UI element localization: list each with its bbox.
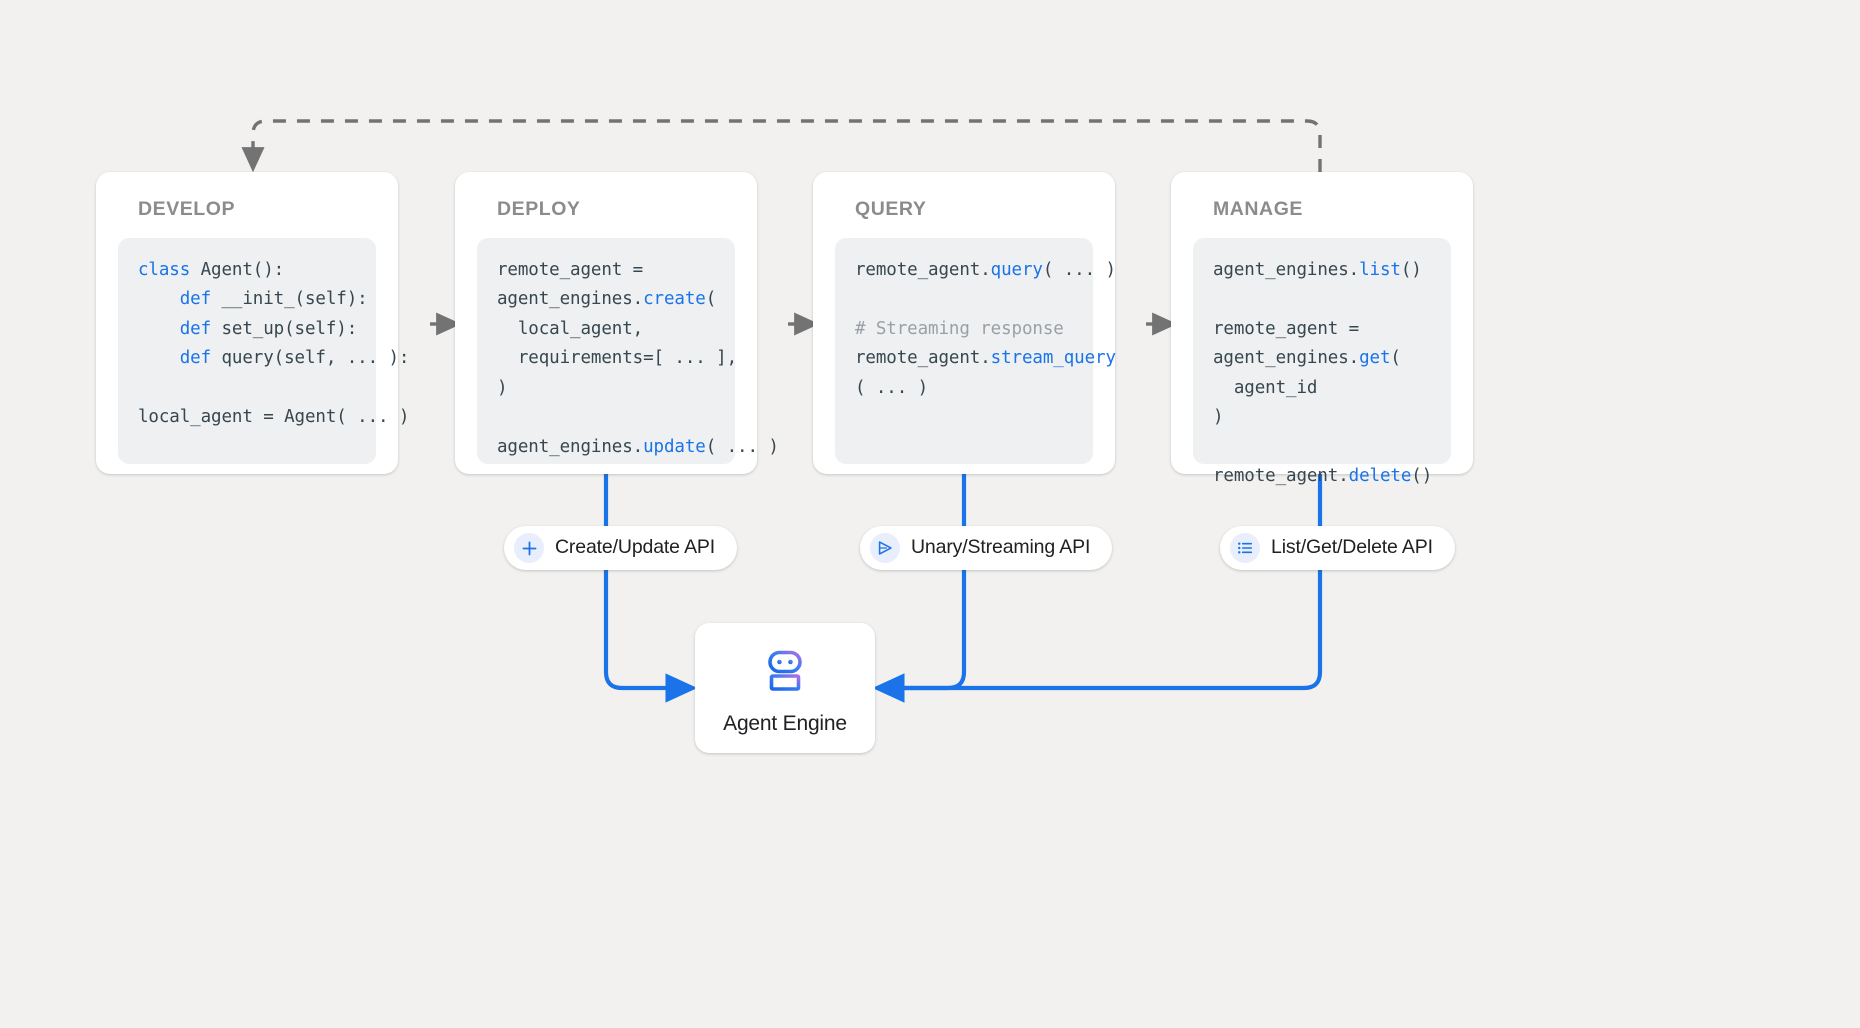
code-develop: class Agent(): def __init_(self): def se… <box>138 259 410 428</box>
stage-title-manage: MANAGE <box>1213 198 1303 220</box>
flow-deploy-to-agent-engine <box>603 474 698 703</box>
flow-manage-to-agent-engine <box>872 474 1323 703</box>
stage-card-manage[interactable]: MANAGE agent_engines.list() remote_agent… <box>1171 172 1473 486</box>
stage-title-deploy: DEPLOY <box>497 198 581 220</box>
api-pill-list-get-delete[interactable]: List/Get/Delete API <box>1220 526 1455 570</box>
code-query: remote_agent.query( ... ) # Streaming re… <box>855 259 1116 398</box>
plus-icon <box>514 533 544 563</box>
stage-card-deploy[interactable]: DEPLOY remote_agent = agent_engines.crea… <box>455 172 779 474</box>
robot-icon <box>757 643 813 699</box>
stage-card-develop[interactable]: DEVELOP class Agent(): def __init_(self)… <box>96 172 410 474</box>
code-deploy: remote_agent = agent_engines.create( loc… <box>497 259 779 457</box>
api-pill-label-list-get-delete: List/Get/Delete API <box>1271 536 1433 559</box>
flow-query-to-agent-engine <box>872 474 967 703</box>
code-block-develop: class Agent(): def __init_(self): def se… <box>118 237 410 464</box>
agent-engine-label: Agent Engine <box>723 711 847 735</box>
list-icon <box>1230 533 1260 563</box>
send-triangle-icon <box>870 533 900 563</box>
api-pill-label-create-update: Create/Update API <box>555 536 716 559</box>
api-pill-unary-streaming[interactable]: Unary/Streaming API <box>860 526 1113 570</box>
stage-title-develop: DEVELOP <box>138 198 236 220</box>
stage-card-query[interactable]: QUERY remote_agent.query( ... ) # Stream… <box>813 172 1116 474</box>
agent-engine-node[interactable]: Agent Engine <box>695 623 875 753</box>
feedback-dashed-arrow <box>241 119 1322 173</box>
code-block-query: remote_agent.query( ... ) # Streaming re… <box>835 237 1116 464</box>
api-pill-label-unary-streaming: Unary/Streaming API <box>911 536 1091 559</box>
code-block-manage: agent_engines.list() remote_agent = agen… <box>1193 237 1451 486</box>
code-block-deploy: remote_agent = agent_engines.create( loc… <box>477 237 779 464</box>
stage-title-query: QUERY <box>855 198 927 220</box>
code-manage: agent_engines.list() remote_agent = agen… <box>1213 259 1433 487</box>
api-pill-create-update[interactable]: Create/Update API <box>504 526 738 570</box>
